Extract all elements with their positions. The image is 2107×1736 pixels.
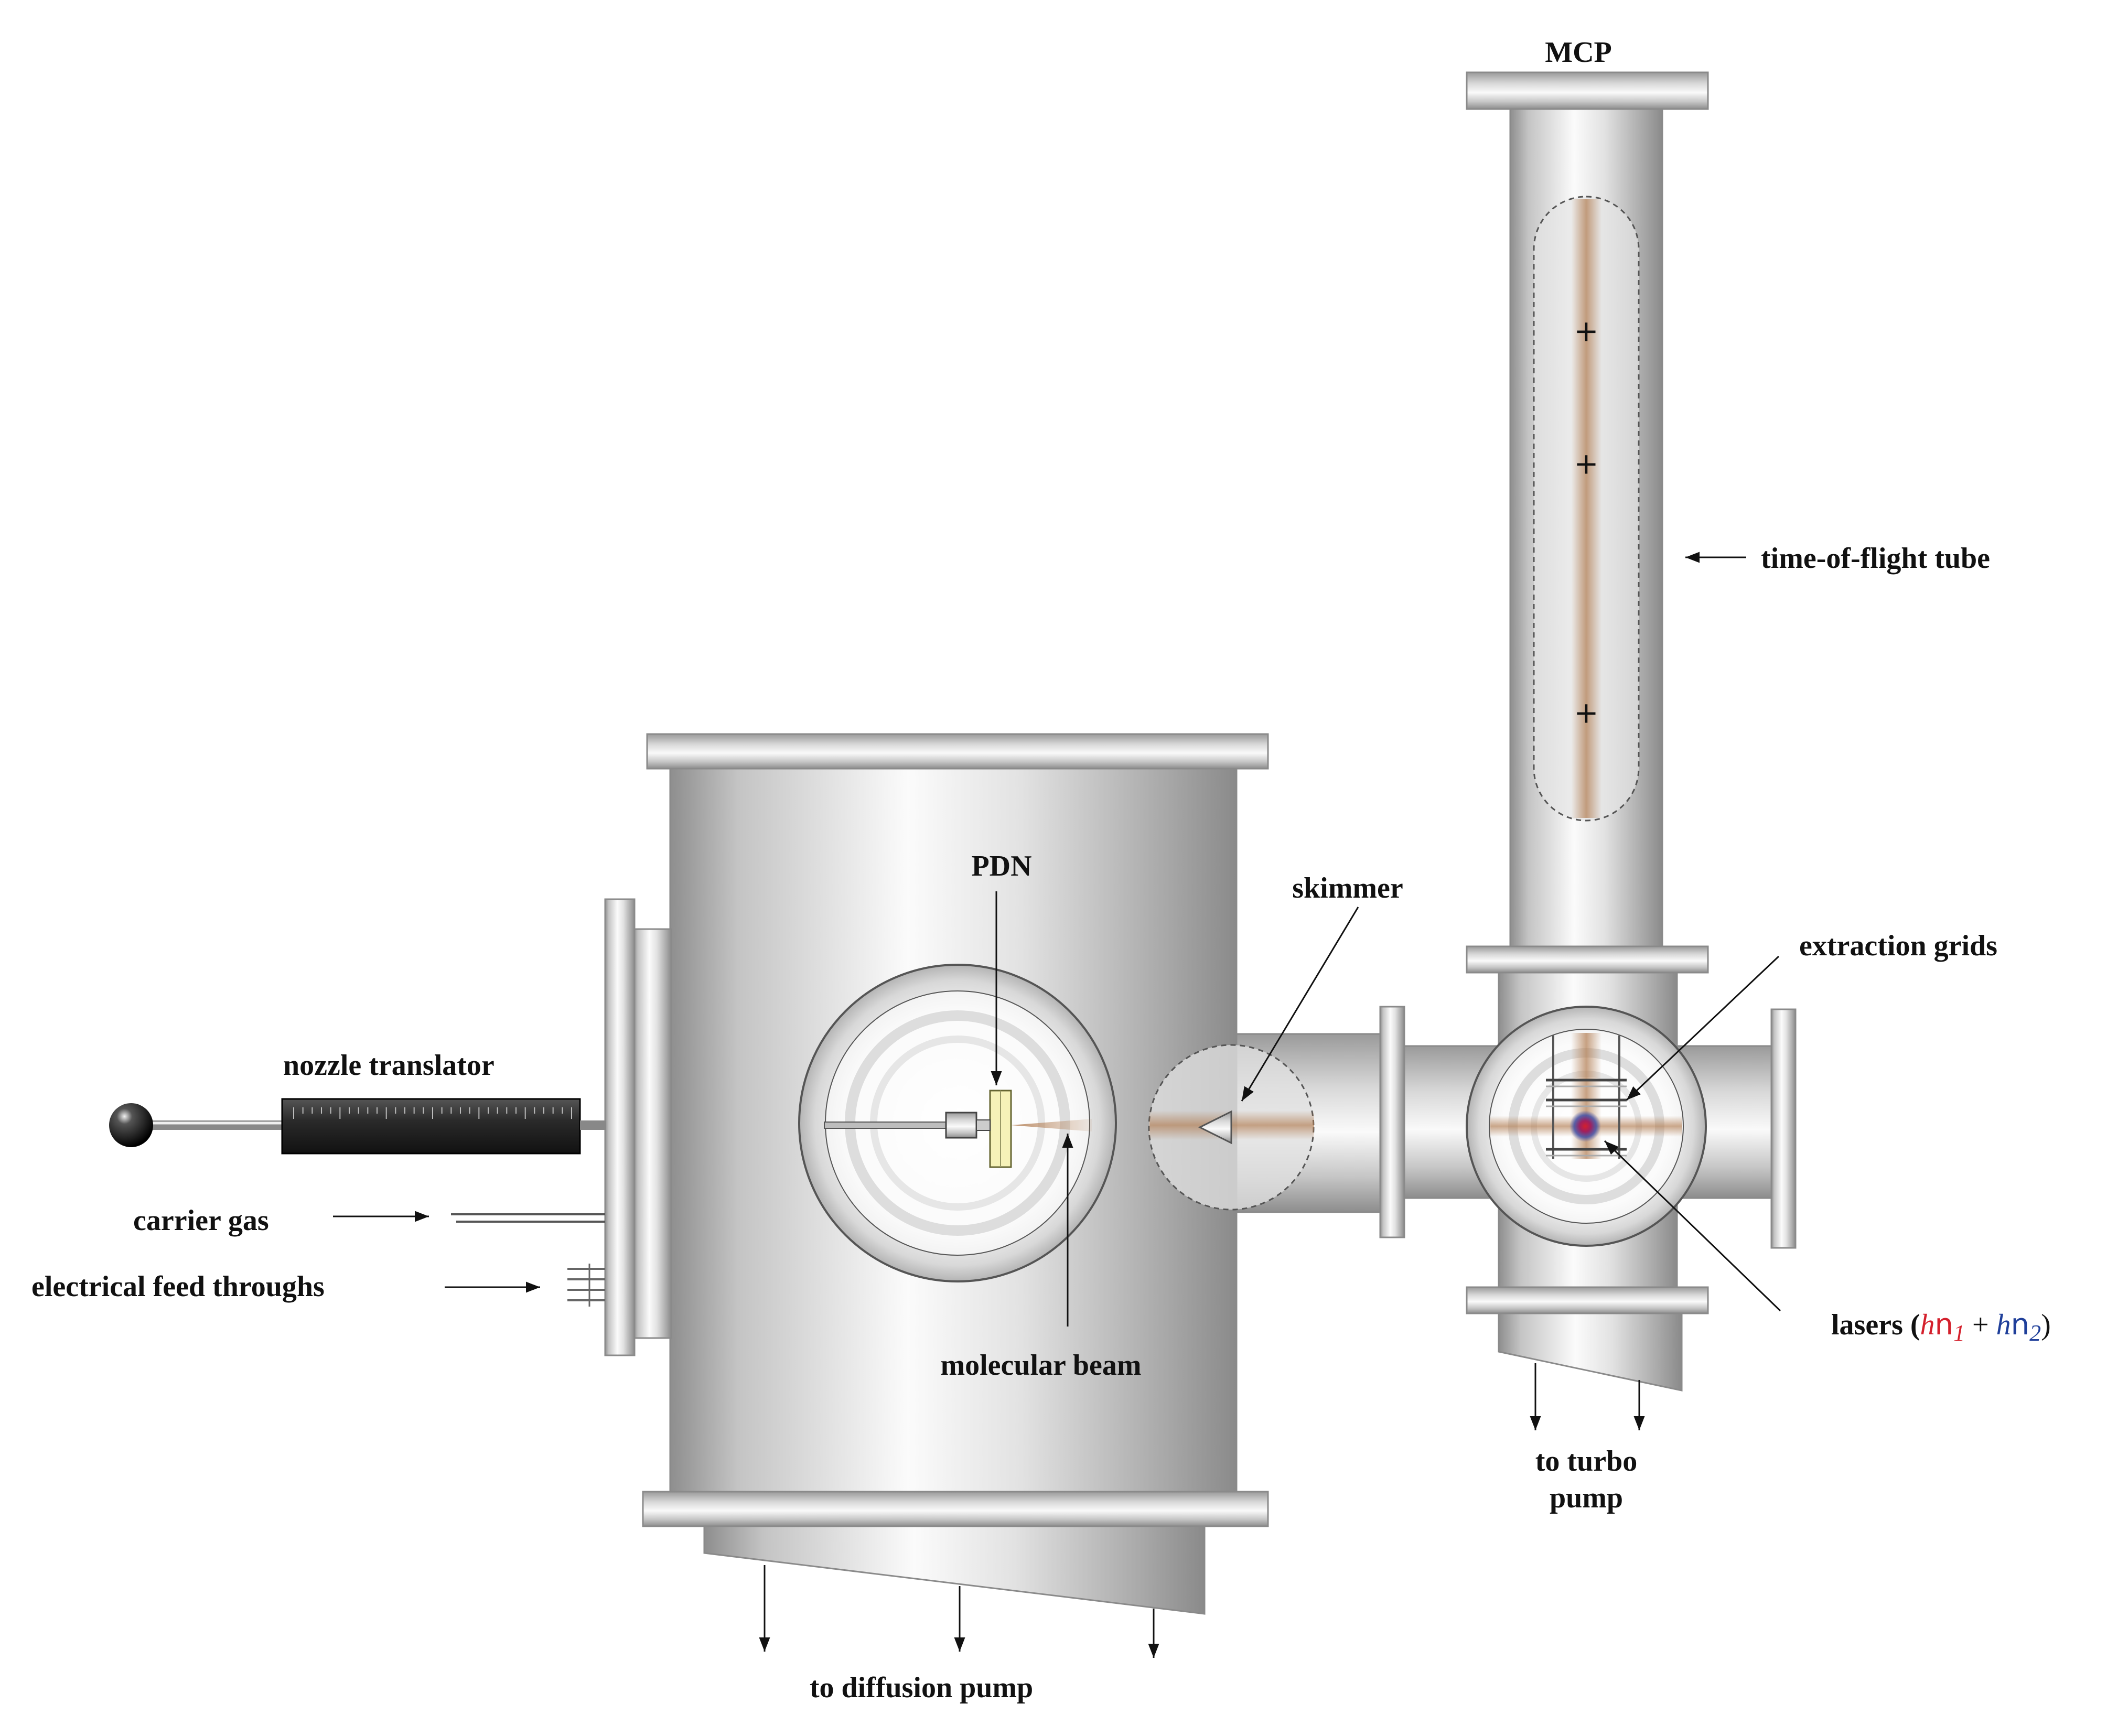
carrier-gas-label: carrier gas (133, 1204, 269, 1237)
turbo-flange (1466, 1286, 1709, 1314)
turbo-pump-label-line1: to turbo (1535, 1445, 1637, 1478)
nozzle-tip (976, 1119, 991, 1131)
right-flange (1770, 1008, 1797, 1249)
translator-barrel[interactable] (281, 1098, 581, 1155)
lasers-suffix: ) (2041, 1309, 2051, 1341)
ion-flight-path (1571, 199, 1601, 818)
left-flange-plate (604, 898, 636, 1356)
ion-marker: + (1574, 315, 1599, 349)
molecular-beam-label: molecular beam (940, 1349, 1141, 1382)
laser-h1: h (1920, 1309, 1935, 1341)
left-flange-neck (632, 928, 672, 1339)
source-top-flange (646, 733, 1269, 770)
leader-lines (333, 552, 1781, 1658)
mcp-flange (1466, 71, 1709, 110)
pdn-label: PDN (971, 850, 1031, 882)
translator-knob[interactable] (109, 1103, 153, 1147)
mcp-label: MCP (1545, 36, 1612, 69)
laser-nu1: n (1935, 1308, 1954, 1342)
labels: MCP time-of-flight tube PDN skimmer extr… (31, 36, 2051, 1704)
extraction-grids-label: extraction grids (1799, 930, 1997, 962)
extraction-grids-leader (1626, 955, 1780, 1101)
nozzle-body (945, 1112, 977, 1139)
translator-scale (293, 1107, 572, 1119)
molecular-beam-cone (1011, 1119, 1092, 1131)
skimmer-cone (1198, 1110, 1232, 1145)
source-viewport (798, 964, 1117, 1282)
nozzle-translator-label: nozzle translator (283, 1049, 494, 1082)
turbo-pump-label-line2: pump (1550, 1482, 1623, 1514)
left-flange-assembly (109, 898, 672, 1356)
laser-sub2: 2 (2029, 1320, 2041, 1346)
laser-h2: h (1996, 1309, 2011, 1341)
turbo-pump-adapter (1498, 1312, 1683, 1392)
lasers-prefix: lasers ( (1831, 1309, 1920, 1341)
laser-nu2: n (2011, 1308, 2030, 1342)
tof-tube-assembly: + + + (1466, 71, 1709, 974)
lasers-leader (1604, 1140, 1781, 1312)
ion-marker: + (1574, 447, 1599, 481)
electrical-feed-label: electrical feed throughs (31, 1270, 325, 1303)
ion-marker: + (1574, 696, 1599, 730)
tof-tube-label: time-of-flight tube (1761, 542, 1990, 575)
diffusion-pump-adapter (703, 1525, 1206, 1615)
laser-focus-spot (1570, 1110, 1601, 1142)
laser-sub1: 1 (1953, 1320, 1965, 1346)
beam-pipe-flange (1379, 1006, 1405, 1238)
extraction-grid-stack (1546, 1036, 1627, 1159)
ion-markers: + + + (1574, 315, 1599, 730)
nozzle-rod (824, 1122, 947, 1129)
skimmer-leader (1241, 907, 1359, 1102)
diffusion-pump-label: to diffusion pump (810, 1672, 1033, 1704)
lasers-label: lasers (hn1 + hn2) (1831, 1308, 2051, 1346)
tof-lower-flange (1466, 945, 1709, 974)
feed-through-pins (567, 1264, 605, 1307)
laser-plus: + (1965, 1309, 1996, 1341)
source-bottom-flange (642, 1491, 1269, 1527)
skimmer-label: skimmer (1292, 872, 1403, 904)
ionization-chamber (1466, 972, 1797, 1392)
